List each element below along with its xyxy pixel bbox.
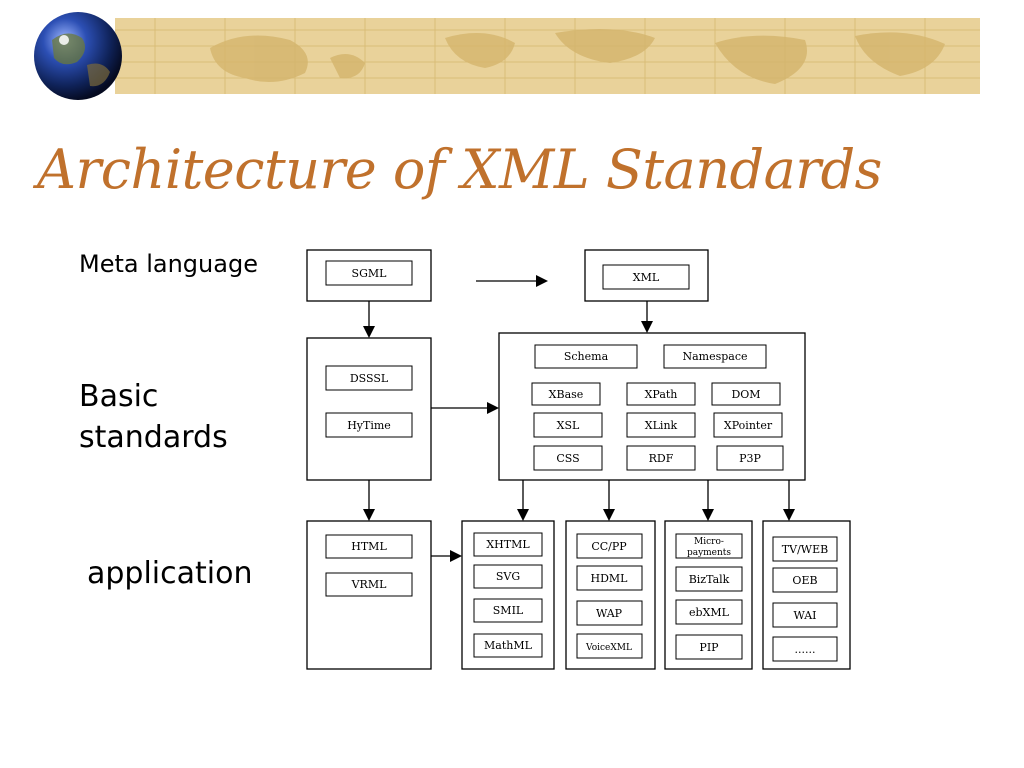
node-sgml: SGML — [352, 267, 388, 280]
row-label-basic-line1: Basic — [79, 379, 159, 414]
node-hdml: HDML — [591, 572, 629, 585]
node-xhtml: XHTML — [486, 538, 530, 551]
node-micropayments-line2: payments — [687, 548, 731, 558]
node-xsl: XSL — [557, 419, 580, 432]
node-ccpp: CC/PP — [591, 540, 627, 553]
node-ebxml: ebXML — [689, 606, 730, 619]
sgml-basic-group-box — [306, 337, 432, 481]
node-rdf: RDF — [649, 452, 674, 465]
node-mathml: MathML — [484, 639, 533, 652]
node-css: CSS — [556, 452, 579, 465]
node-more-box — [772, 636, 838, 662]
node-schema: Schema — [564, 350, 609, 363]
node-smil-box — [473, 598, 543, 623]
node-biztalk: BizTalk — [689, 573, 730, 586]
node-html: HTML — [351, 540, 387, 553]
node-hytime: HyTime — [347, 419, 391, 432]
node-xlink-box — [626, 412, 696, 438]
map-banner — [115, 18, 980, 94]
node-voicexml-box — [576, 633, 643, 659]
node-xml-box — [602, 264, 690, 290]
node-dsssl: DSSSL — [350, 372, 389, 385]
row-label-meta: Meta language — [79, 250, 258, 278]
node-tvweb: TV/WEB — [782, 543, 828, 556]
node-voicexml: VoiceXML — [585, 643, 632, 653]
node-hdml-box — [576, 565, 643, 591]
node-xsl-box — [533, 412, 603, 438]
node-wai: WAI — [793, 609, 816, 622]
node-xhtml-box — [473, 532, 543, 557]
node-p3p: P3P — [739, 452, 761, 465]
node-ccpp-box — [576, 533, 643, 559]
node-namespace: Namespace — [682, 350, 747, 363]
node-css-box — [533, 445, 603, 471]
node-vrml-box — [325, 572, 413, 597]
row-label-basic-line2: standards — [79, 420, 228, 455]
node-rdf-box — [626, 445, 696, 471]
page-title: Architecture of XML Standards — [37, 138, 882, 201]
node-svg-box — [473, 564, 543, 589]
node-micropayments-line1: Micro- — [694, 537, 724, 547]
node-oeb: OEB — [792, 574, 817, 587]
node-xlink: XLink — [645, 419, 678, 432]
node-tvweb-box — [772, 536, 838, 562]
row-label-basic: Basic standards — [79, 376, 228, 458]
node-wap-box — [576, 600, 643, 626]
node-wai-box — [772, 602, 838, 628]
node-xpath: XPath — [645, 388, 678, 401]
node-vrml: VRML — [351, 578, 387, 591]
node-dom: DOM — [731, 388, 760, 401]
node-micropayments-box — [675, 533, 743, 559]
globe-logo — [32, 10, 124, 102]
node-namespace-box — [663, 344, 767, 369]
node-biztalk-box — [675, 566, 743, 592]
node-xpath-box — [626, 382, 696, 406]
node-smil: SMIL — [493, 604, 524, 617]
node-xml: XML — [633, 271, 660, 284]
node-schema-box — [534, 344, 638, 369]
node-xpointer-box — [713, 412, 783, 438]
node-more: ...... — [795, 643, 816, 656]
node-html-box — [325, 534, 413, 559]
node-oeb-box — [772, 567, 838, 593]
node-xpointer: XPointer — [724, 419, 773, 432]
node-mathml-box — [473, 633, 543, 658]
node-dsssl-box — [325, 365, 413, 391]
node-hytime-box — [325, 412, 413, 438]
node-svg: SVG — [496, 570, 520, 583]
node-pip-box — [675, 634, 743, 660]
node-pip: PIP — [699, 641, 719, 654]
node-ebxml-box — [675, 599, 743, 625]
node-sgml-box — [325, 260, 413, 286]
node-p3p-box — [716, 445, 784, 471]
node-xbase: XBase — [549, 388, 584, 401]
row-label-application: application — [87, 556, 253, 591]
node-xbase-box — [531, 382, 601, 406]
node-dom-box — [711, 382, 781, 406]
node-wap: WAP — [596, 607, 623, 620]
